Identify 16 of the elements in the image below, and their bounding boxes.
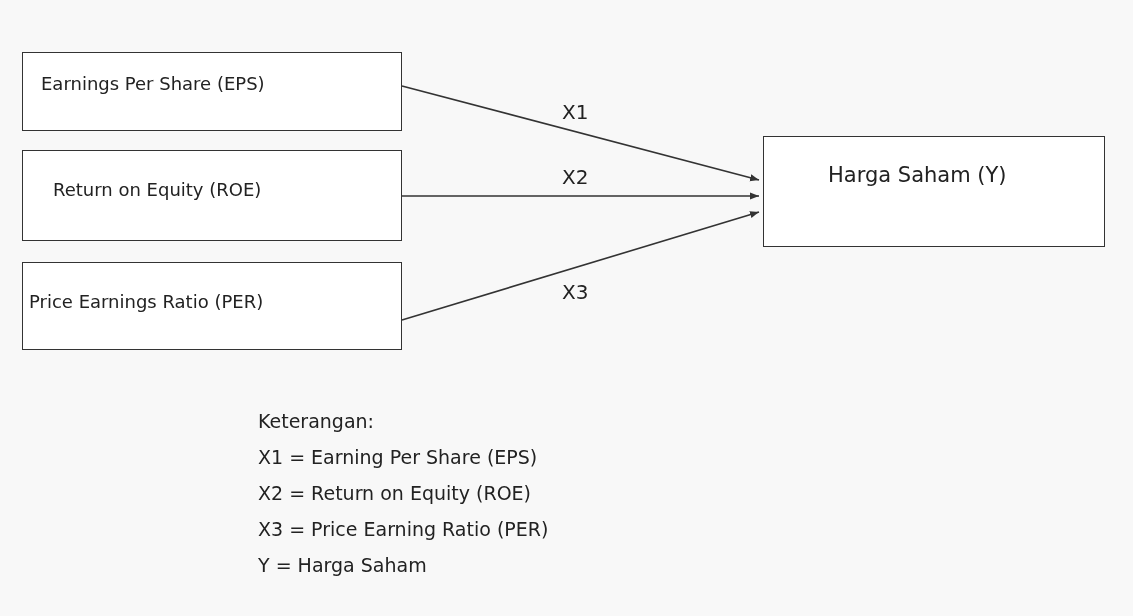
process-box	[22, 262, 402, 350]
box-label: Return on Equity (ROE)	[53, 179, 262, 200]
process-box	[22, 150, 402, 241]
legend-note: Y = Harga Saham	[258, 554, 427, 576]
legend-note: Keterangan:	[258, 410, 374, 432]
arrow	[401, 192, 760, 200]
legend-note: X1 = Earning Per Share (EPS)	[258, 446, 538, 468]
process-box	[22, 52, 402, 131]
process-box	[763, 136, 1105, 247]
legend-note: X3 = Price Earning Ratio (PER)	[258, 518, 549, 540]
legend-note: X2 = Return on Equity (ROE)	[258, 482, 531, 504]
arrow	[401, 211, 760, 321]
box-label: Earnings Per Share (EPS)	[41, 73, 265, 94]
box-label: Price Earnings Ratio (PER)	[29, 291, 264, 312]
arrow	[401, 85, 760, 182]
box-label: Harga Saham (Y)	[828, 163, 1007, 187]
